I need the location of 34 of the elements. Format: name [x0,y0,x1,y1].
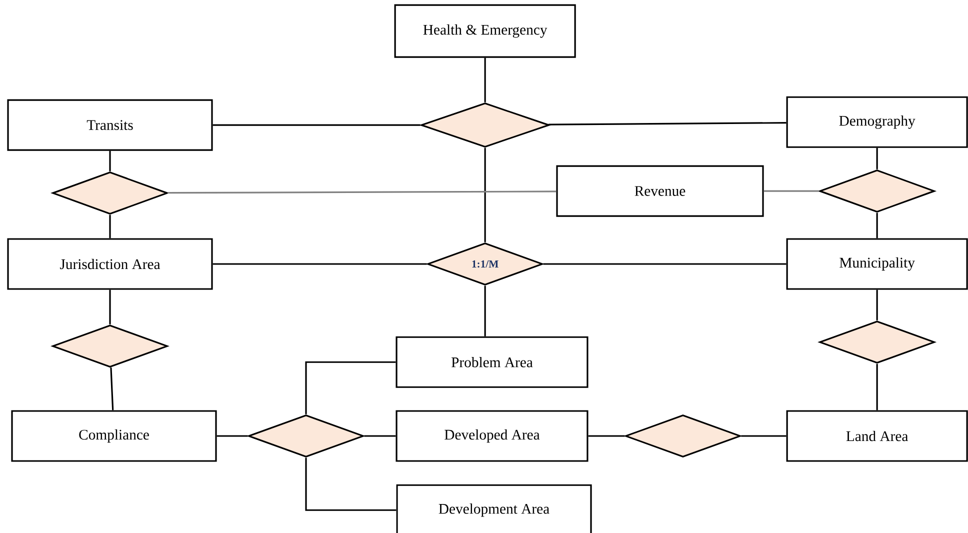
connector-line [109,214,111,238]
connector-line [484,286,486,336]
connector-line [109,150,111,172]
entity-box: Land Area [786,410,968,462]
connector-line [305,458,396,511]
connector-line [212,124,420,126]
entity-box: Revenue [556,165,764,217]
connector-line [588,435,625,437]
connector-line [543,263,786,265]
entity-box: Development Area [396,484,592,533]
entity-box: Transits [7,99,213,151]
entity-box: Problem Area [396,336,588,388]
connector-line [876,212,878,238]
connector-line [484,58,486,102]
connector-line [168,190,556,194]
connector-line [110,368,114,410]
entity-box: Compliance [11,410,217,462]
connector-line [764,190,819,192]
entity-box: Demography [786,96,968,148]
connector-line [741,435,786,437]
entity-box: Jurisdiction Area [7,238,213,290]
entity-box: Health & Emergency [394,4,576,58]
connector-line [876,148,878,170]
connector-line [548,122,786,126]
connector-line [305,361,396,414]
connector-line [484,148,486,242]
connector-line [109,290,111,324]
connector-line [364,435,396,437]
connector-line [212,263,427,265]
entity-box: Municipality [786,238,968,290]
connector-line [216,435,248,437]
entity-box: Developed Area [396,410,588,462]
connector-line [876,364,878,410]
connector-line [876,290,878,320]
